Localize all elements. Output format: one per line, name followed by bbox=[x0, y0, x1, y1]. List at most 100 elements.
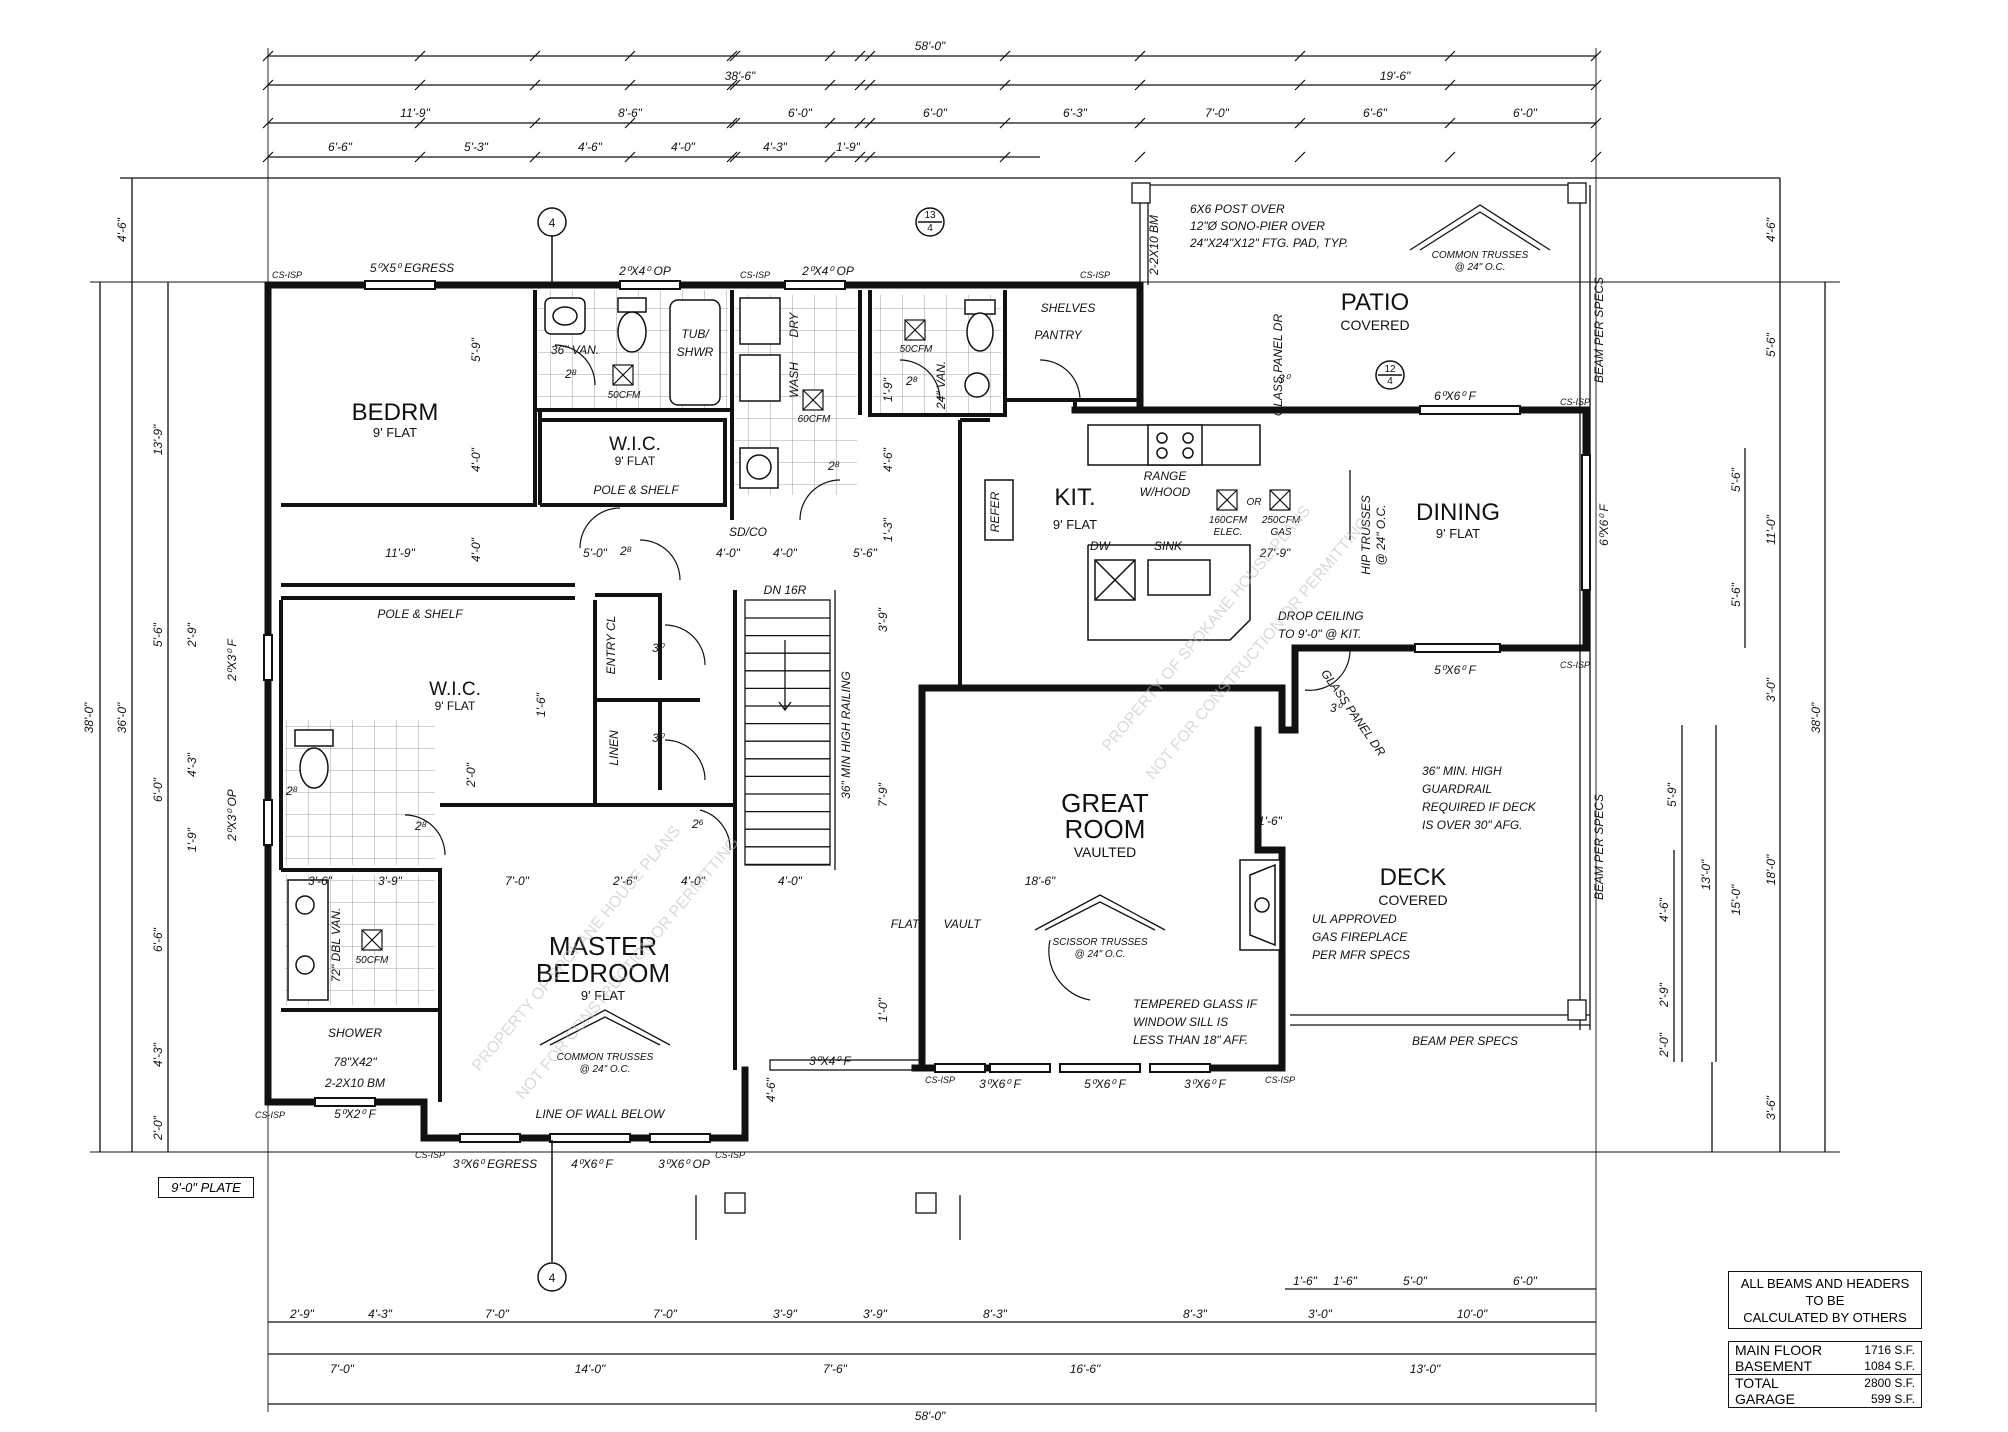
room-wic-lower: W.I.C. bbox=[429, 679, 481, 700]
dim-b3-4: 3'-9" bbox=[773, 1307, 798, 1321]
open-win-mid: 5⁰X6⁰ F bbox=[1434, 663, 1476, 677]
room-labels: BEDRM 9' FLAT W.I.C. 9' FLAT KIT. 9' FLA… bbox=[352, 289, 1500, 1003]
dimension-text: 58'-0" 38'-6" 19'-6" 11'-9" 8'-6" 6'-0" … bbox=[82, 39, 1823, 1423]
area-value: 599 S.F. bbox=[1870, 1392, 1915, 1406]
label-shower: SHOWER bbox=[328, 1026, 382, 1040]
dimension-tick bbox=[864, 50, 876, 62]
dim-b3-1: 4'-3" bbox=[368, 1307, 393, 1321]
dim-t3-3: 6'-0" bbox=[923, 106, 948, 120]
area-label: MAIN FLOOR bbox=[1735, 1342, 1823, 1358]
dim-i-15: 3'-9" bbox=[378, 874, 403, 888]
dim-i-21: 4'-0" bbox=[469, 537, 483, 562]
note-common-top-2: @ 24" O.C. bbox=[1455, 262, 1506, 273]
label-linen: LINEN bbox=[607, 730, 621, 766]
room-dining: DINING bbox=[1416, 499, 1500, 526]
dimension-tick bbox=[729, 79, 741, 91]
dim-i-4: 5'-6" bbox=[853, 546, 878, 560]
dim-b2-1: 14'-0" bbox=[575, 1362, 606, 1376]
label-fan-5: 250CFM bbox=[1261, 515, 1301, 526]
door-tag-7: 3⁰ bbox=[652, 731, 666, 745]
interior-walls bbox=[279, 290, 1140, 1102]
dimension-tick bbox=[726, 151, 738, 163]
dim-t4-5: 1'-9" bbox=[836, 140, 861, 154]
dim-top-l: 38'-6" bbox=[725, 69, 756, 83]
open-egress-top: 5⁰X5⁰ EGRESS bbox=[370, 261, 454, 275]
room-great-1: GREAT bbox=[1061, 788, 1149, 818]
dimension-tick bbox=[999, 151, 1011, 163]
dim-b2-3: 16'-6" bbox=[1070, 1362, 1101, 1376]
dim-b3-5: 3'-9" bbox=[863, 1307, 888, 1321]
door-swings bbox=[404, 344, 1351, 1001]
note-post-1: 6X6 POST OVER bbox=[1190, 202, 1285, 216]
dim-left-top: 4'-6" bbox=[115, 217, 129, 242]
dim-t3-4: 6'-3" bbox=[1063, 106, 1088, 120]
dimension-tick bbox=[999, 117, 1011, 129]
dim-t3-7: 6'-0" bbox=[1513, 106, 1538, 120]
dim-t4-4: 4'-3" bbox=[763, 140, 788, 154]
label-line-wall: LINE OF WALL BELOW bbox=[536, 1107, 666, 1121]
dim-rc-2: 11'-0" bbox=[1764, 514, 1778, 544]
dim-i-12: 7'-9" bbox=[876, 782, 890, 807]
door-tag-8: 2⁶ bbox=[691, 817, 704, 831]
dim-rc-12: 3'-6" bbox=[1764, 1095, 1778, 1120]
open-win-left1: 2⁰X3⁰ F bbox=[225, 639, 239, 682]
label-pole-shelf-2: POLE & SHELF bbox=[377, 607, 463, 621]
dimension-tick bbox=[414, 117, 426, 129]
dim-lc-7: 2'-0" bbox=[151, 1115, 165, 1141]
open-win-g1: 3⁰X4⁰ F bbox=[809, 1054, 851, 1068]
room-wic-lower-ceiling: 9' FLAT bbox=[435, 699, 476, 713]
room-deck-sub: COVERED bbox=[1378, 892, 1447, 908]
note-bm-2x10: 2-2X10 BM bbox=[1147, 215, 1161, 276]
dim-b4-3: 6'-0" bbox=[1513, 1274, 1538, 1288]
dim-rc-11: 2'-0" bbox=[1657, 1032, 1671, 1058]
dim-rc-3: 5'-6" bbox=[1729, 582, 1743, 607]
label-flat: FLAT bbox=[891, 917, 921, 931]
dim-left-13: 13'-9" bbox=[151, 424, 165, 455]
note-beam-3: BEAM PER SPECS bbox=[1412, 1034, 1518, 1048]
dim-i-6: 2'-6" bbox=[612, 874, 638, 888]
door-tag-9: 2⁸ bbox=[285, 784, 298, 798]
dim-t3-0: 11'-9" bbox=[400, 106, 430, 120]
sec-e-sub: 4 bbox=[1387, 376, 1393, 387]
dim-i-0: 11'-9" bbox=[385, 546, 415, 560]
label-fan-gas: GAS bbox=[1270, 527, 1291, 538]
open-win-b3: 3⁰X6⁰ OP bbox=[658, 1157, 710, 1171]
dimension-tick bbox=[854, 151, 866, 163]
dimension-tick bbox=[529, 151, 541, 163]
dim-b4-1: 1'-6" bbox=[1333, 1274, 1358, 1288]
dimension-tick bbox=[414, 79, 426, 91]
dim-lc-5: 6'-6" bbox=[151, 927, 165, 952]
dim-i-1: 5'-0" bbox=[583, 546, 608, 560]
note-common-m-2: @ 24" O.C. bbox=[580, 1064, 631, 1075]
dim-rc-4: 3'-0" bbox=[1764, 677, 1778, 702]
note-glass-top: GLASS PANEL DR bbox=[1271, 314, 1285, 417]
area-label: TOTAL bbox=[1735, 1375, 1779, 1391]
label-dn: DN 16R bbox=[764, 583, 807, 597]
dim-i-2: 4'-0" bbox=[716, 546, 741, 560]
section-marker-labels: 4 13 4 12 4 4 bbox=[549, 210, 1396, 1285]
dimension-tick bbox=[529, 79, 541, 91]
open-win-b2: 4⁰X6⁰ F bbox=[571, 1157, 613, 1171]
fixture-labels: TUB/ SHWR 36" VAN. 24" VAN. DRY WASH SHE… bbox=[324, 301, 1301, 1121]
note-scissor-2: @ 24" O.C. bbox=[1075, 949, 1126, 960]
note-scissor-1: SCISSOR TRUSSES bbox=[1052, 937, 1147, 948]
sec-c: 13 bbox=[924, 210, 936, 221]
dim-i-5: 7'-0" bbox=[505, 874, 530, 888]
dimension-tick bbox=[824, 79, 836, 91]
dim-i-13: 1'-0" bbox=[876, 997, 890, 1022]
room-great-sub: VAULTED bbox=[1074, 844, 1137, 860]
dim-t3-6: 6'-6" bbox=[1363, 106, 1388, 120]
dimension-tick bbox=[726, 79, 738, 91]
open-cs-5: CS-ISP bbox=[1560, 660, 1590, 670]
dim-i-14: 3'-6" bbox=[308, 874, 333, 888]
open-cs-4: CS-ISP bbox=[1560, 397, 1590, 407]
dim-b3-0: 2'-9" bbox=[289, 1307, 315, 1321]
dimension-tick bbox=[824, 50, 836, 62]
dim-left-outer: 38'-0" bbox=[82, 702, 96, 733]
dimension-tick bbox=[999, 50, 1011, 62]
fixtures bbox=[287, 297, 1281, 1001]
dimension-tick bbox=[624, 117, 636, 129]
